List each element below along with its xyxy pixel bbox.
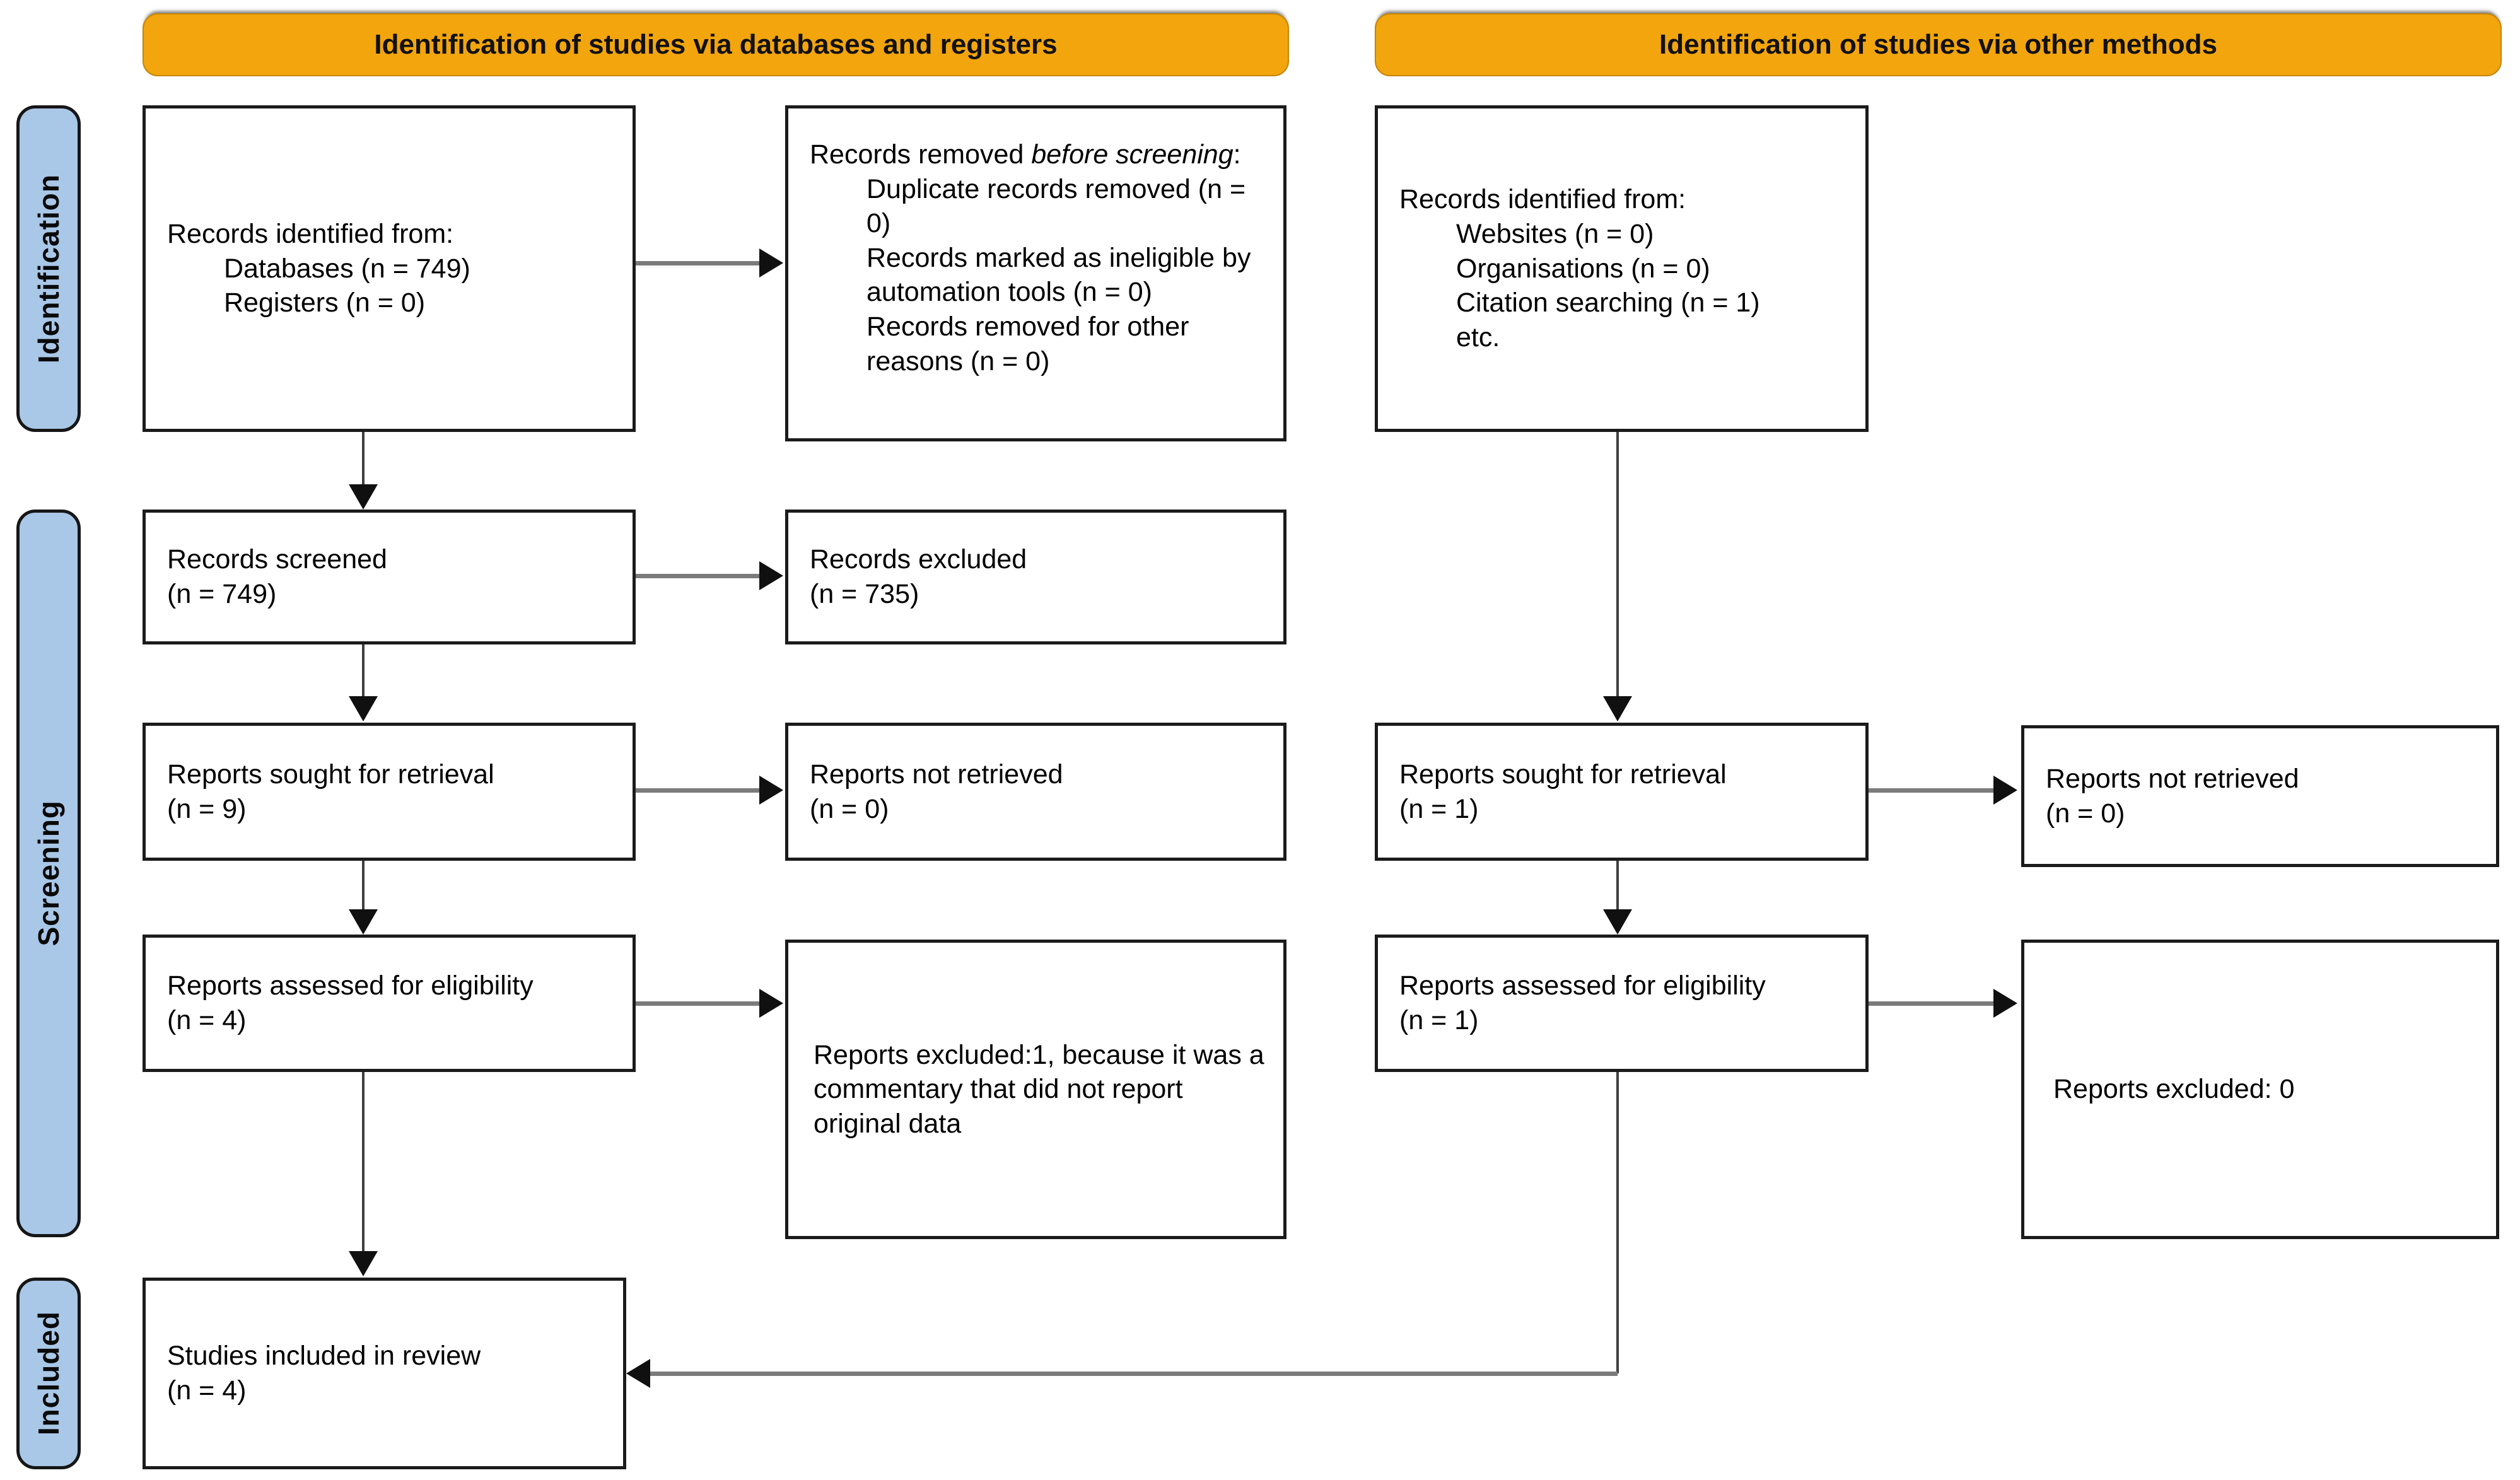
box-reports-sought-databases: Reports sought for retrieval (n = 9) — [143, 723, 636, 861]
arrow-assessedother-down-segment — [1616, 1072, 1619, 1373]
box-line: Reports not retrieved — [2046, 763, 2299, 794]
arrow-sought-to-notretrieved-other — [1869, 788, 1995, 793]
arrowhead-assessed-to-excluded-other — [1993, 989, 2017, 1018]
box-item: Citation searching (n = 1) — [1456, 288, 1760, 318]
arrow-assessed-to-excludedreasons — [636, 1001, 761, 1006]
box-records-identified-databases: Records identified from: Databases (n = … — [143, 105, 636, 432]
box-item: Duplicate records removed (n = 0) — [866, 173, 1246, 239]
arrow-assessed-to-included — [362, 1072, 365, 1254]
arrow-screened-to-sought — [362, 644, 365, 699]
box-records-screened: Records screened (n = 749) — [143, 510, 636, 644]
arrowhead-identified-to-removed — [759, 248, 783, 277]
box-title: Records identified from: — [167, 219, 454, 250]
box-line: (n = 0) — [810, 793, 889, 824]
arrowhead-assessed-to-included — [349, 1251, 378, 1276]
box-line: Records excluded — [810, 544, 1027, 575]
arrowhead-sought-to-notretrieved-db — [759, 776, 783, 805]
arrow-identified-to-removed — [636, 261, 761, 265]
box-line: Reports sought for retrieval — [1399, 759, 1727, 790]
box-records-excluded: Records excluded (n = 735) — [785, 510, 1286, 644]
banner-databases-registers: Identification of studies via databases … — [143, 13, 1289, 76]
box-reports-assessed-other: Reports assessed for eligibility (n = 1) — [1375, 935, 1869, 1072]
box-title: Records identified from: — [1399, 184, 1686, 215]
box-line: Reports assessed for eligibility — [167, 970, 534, 1001]
box-title: Records removed before screening: — [810, 139, 1241, 170]
box-line: (n = 4) — [167, 1005, 247, 1035]
box-line: (n = 4) — [167, 1375, 247, 1406]
box-line: Studies included in review — [167, 1341, 481, 1372]
box-item: Records marked as ineligible by automati… — [866, 242, 1251, 308]
stage-included-label: Included — [32, 1311, 65, 1436]
arrow-screened-to-excluded — [636, 574, 761, 578]
box-reports-assessed-databases: Reports assessed for eligibility (n = 4) — [143, 935, 636, 1072]
box-text: Reports excluded:1, because it was a com… — [814, 1039, 1264, 1139]
box-line: (n = 0) — [2046, 798, 2125, 829]
box-line: (n = 1) — [1399, 1005, 1479, 1035]
box-line: Records screened — [167, 544, 387, 575]
stage-identification: Identification — [16, 105, 81, 432]
box-item: Organisations (n = 0) — [1456, 253, 1710, 284]
stage-screening-label: Screening — [32, 800, 65, 947]
box-item: Records removed for other reasons (n = 0… — [866, 312, 1189, 376]
box-reports-excluded-other: Reports excluded: 0 — [2021, 940, 2499, 1239]
arrowhead-assessedother-to-included — [626, 1359, 650, 1388]
box-item: etc. — [1456, 322, 1500, 353]
arrowhead-sought-to-assessed-db — [349, 909, 378, 935]
banner-other-methods-label: Identification of studies via other meth… — [1659, 29, 2217, 60]
box-studies-included: Studies included in review (n = 4) — [143, 1278, 626, 1469]
box-records-removed-before-screening: Records removed before screening: Duplic… — [785, 105, 1286, 441]
box-reports-not-retrieved-databases: Reports not retrieved (n = 0) — [785, 723, 1286, 861]
stage-included: Included — [16, 1278, 81, 1469]
box-item: Registers (n = 0) — [224, 288, 426, 318]
arrow-sought-to-notretrieved-db — [636, 788, 761, 793]
box-line: (n = 735) — [810, 579, 919, 609]
box-line: Reports sought for retrieval — [167, 759, 494, 790]
arrow-assessedother-to-included — [650, 1372, 1618, 1376]
box-item: Websites (n = 0) — [1456, 219, 1654, 250]
arrow-identified-to-screened — [362, 432, 365, 487]
arrowhead-screened-to-excluded — [759, 561, 783, 590]
banner-other-methods: Identification of studies via other meth… — [1375, 13, 2502, 76]
box-line: (n = 9) — [167, 793, 247, 824]
arrow-identifiedother-to-sought — [1616, 432, 1619, 699]
box-line: Reports not retrieved — [810, 759, 1063, 790]
arrowhead-identifiedother-to-sought — [1603, 696, 1632, 721]
arrowhead-screened-to-sought — [349, 696, 378, 721]
box-records-identified-other: Records identified from: Websites (n = 0… — [1375, 105, 1869, 432]
box-reports-sought-other: Reports sought for retrieval (n = 1) — [1375, 723, 1869, 861]
arrowhead-sought-to-notretrieved-other — [1993, 776, 2017, 805]
box-reports-not-retrieved-other: Reports not retrieved (n = 0) — [2021, 725, 2499, 867]
box-line: Reports assessed for eligibility — [1399, 970, 1766, 1001]
arrow-assessed-to-excluded-other — [1869, 1001, 1995, 1006]
arrowhead-identified-to-screened — [349, 484, 378, 510]
arrow-sought-to-assessed-db — [362, 861, 365, 912]
box-line: (n = 1) — [1399, 793, 1479, 824]
box-text: Reports excluded: 0 — [2053, 1074, 2295, 1105]
box-reports-excluded-reasons: Reports excluded:1, because it was a com… — [785, 940, 1286, 1239]
arrow-sought-to-assessed-other — [1616, 861, 1619, 912]
arrowhead-sought-to-assessed-other — [1603, 909, 1632, 935]
stage-identification-label: Identification — [32, 173, 65, 364]
stage-screening: Screening — [16, 510, 81, 1237]
box-line: (n = 749) — [167, 579, 277, 609]
banner-databases-registers-label: Identification of studies via databases … — [374, 29, 1058, 60]
box-item: Databases (n = 749) — [224, 253, 470, 284]
arrowhead-assessed-to-excludedreasons — [759, 989, 783, 1018]
